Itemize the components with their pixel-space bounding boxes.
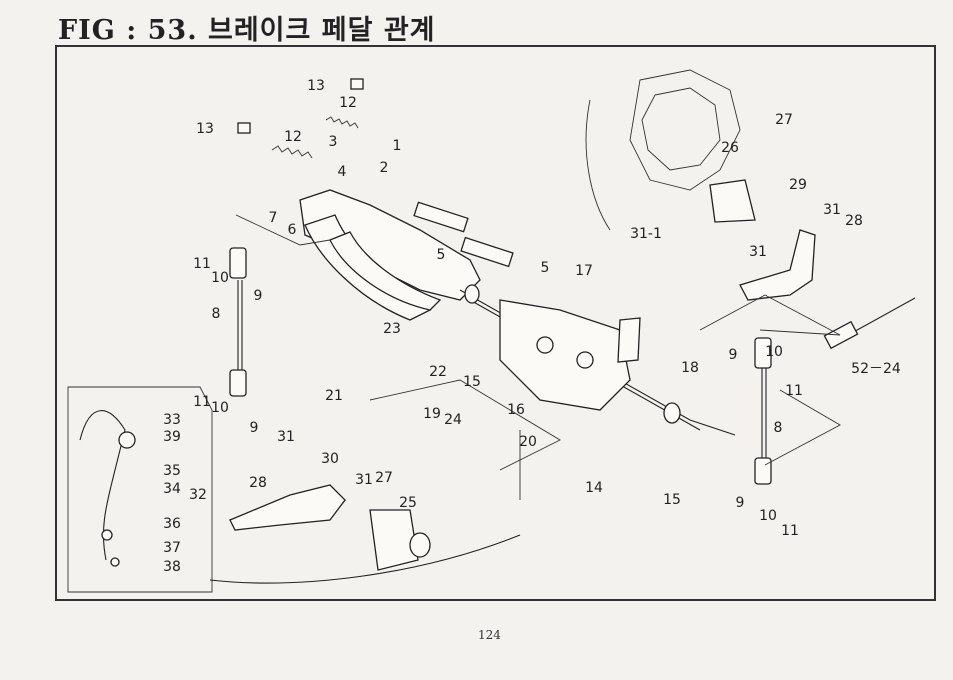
callout-c15b: 15 (663, 492, 681, 508)
callout-c25: 25 (399, 495, 417, 511)
callout-c9b: 9 (250, 420, 259, 436)
drawing-lines (67, 69, 916, 593)
callout-c24a: 24 (444, 412, 462, 428)
callout-c1: 1 (393, 138, 402, 154)
callout-c3: 3 (329, 134, 338, 150)
callout-c27a: 27 (375, 470, 393, 486)
callout-c13b: 13 (196, 121, 214, 137)
callout-c32: 32 (189, 487, 207, 503)
callout-c5b: 5 (541, 260, 550, 276)
callout-c22: 22 (429, 364, 447, 380)
callout-c11d: 11 (781, 523, 799, 539)
callout-c39: 39 (163, 429, 181, 445)
callout-c31b: 31 (355, 472, 373, 488)
callout-c38: 38 (163, 559, 181, 575)
callout-c36: 36 (163, 516, 181, 532)
callout-c11b: 11 (193, 394, 211, 410)
callout-c11a: 11 (193, 256, 211, 272)
callout-c14: 14 (585, 480, 603, 496)
diagram-frame (55, 45, 936, 601)
callout-c33: 33 (163, 412, 181, 428)
figure-title: FIG : 53. 브레이크 페달 관계 (58, 15, 436, 46)
callout-c2: 2 (380, 160, 389, 176)
callout-c7: 7 (269, 210, 278, 226)
callout-c8b: 8 (774, 420, 783, 436)
callout-c17: 17 (575, 263, 593, 279)
page-number: 124 (478, 628, 501, 642)
callout-c31c: 31 (823, 202, 841, 218)
callout-c10d: 10 (759, 508, 777, 524)
callout-c28a: 28 (249, 475, 267, 491)
callout-c9d: 9 (736, 495, 745, 511)
callout-c12b: 12 (284, 129, 302, 145)
callout-c30: 30 (321, 451, 339, 467)
callout-c10a: 10 (211, 270, 229, 286)
callout-c31-1: 31-1 (630, 226, 662, 242)
callout-c29: 29 (789, 177, 807, 193)
callout-c5a: 5 (437, 247, 446, 263)
callout-c9c: 9 (729, 347, 738, 363)
callout-c31d: 31 (749, 244, 767, 260)
callout-c8a: 8 (212, 306, 221, 322)
callout-c16: 16 (507, 402, 525, 418)
callout-c12a: 12 (339, 95, 357, 111)
callout-c15a: 15 (463, 374, 481, 390)
callout-c35: 35 (163, 463, 181, 479)
callout-c9a: 9 (254, 288, 263, 304)
callout-c27b: 27 (775, 112, 793, 128)
callout-c21: 21 (325, 388, 343, 404)
callout-c26: 26 (721, 140, 739, 156)
callout-c11c: 11 (785, 383, 803, 399)
callout-c4: 4 (338, 164, 347, 180)
callout-c6: 6 (288, 222, 297, 238)
callout-c34: 34 (163, 481, 181, 497)
callout-c52-24: 52－24 (851, 361, 901, 377)
callout-c10b: 10 (211, 400, 229, 416)
callout-c13a: 13 (307, 78, 325, 94)
callout-c31a: 31 (277, 429, 295, 445)
callout-c19: 19 (423, 406, 441, 422)
callout-c23: 23 (383, 321, 401, 337)
callout-c20: 20 (519, 434, 537, 450)
callout-c18: 18 (681, 360, 699, 376)
callout-c28b: 28 (845, 213, 863, 229)
callout-c37: 37 (163, 540, 181, 556)
callout-c10c: 10 (765, 344, 783, 360)
